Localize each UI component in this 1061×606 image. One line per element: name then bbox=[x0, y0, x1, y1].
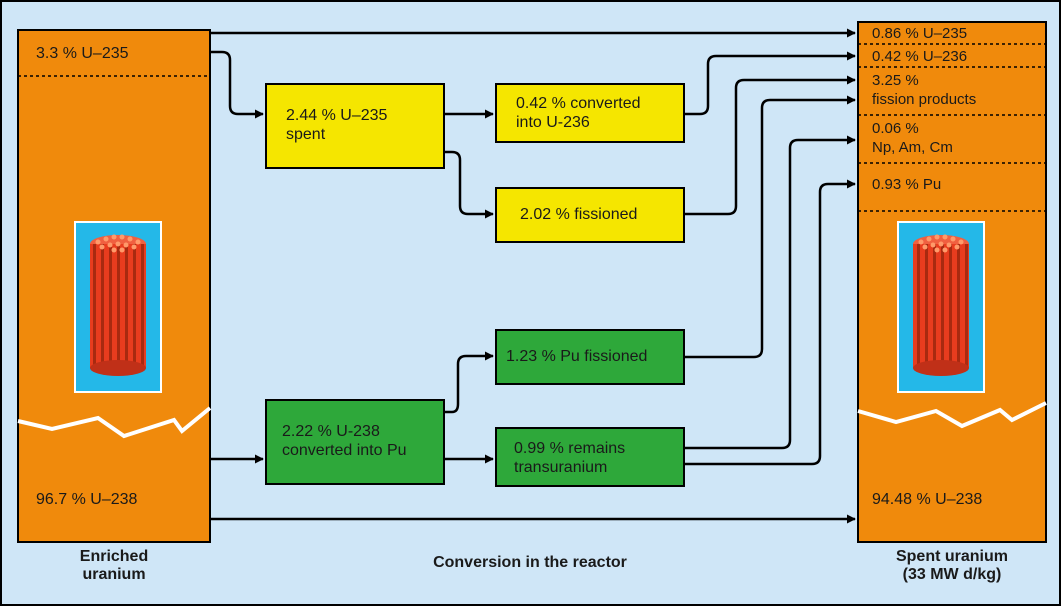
spent-u235-label: 0.86 % U–235 bbox=[872, 25, 968, 42]
spent-caption-line1: Spent uranium bbox=[895, 548, 1008, 565]
fuel-assembly-left-icon bbox=[74, 221, 162, 393]
reactor-caption: Conversion in the reactor bbox=[433, 554, 627, 571]
spent-pu-label: 0.93 % Pu bbox=[872, 176, 942, 193]
enriched-caption: Enriched uranium bbox=[18, 548, 210, 584]
u238-converted-line1: 2.22 % U-238 bbox=[282, 423, 380, 440]
fission-products-line1: 3.25 % bbox=[872, 72, 919, 89]
spent-np-am-cm-label: 0.06 % Np, Am, Cm bbox=[872, 119, 953, 157]
np-am-cm-line2: Np, Am, Cm bbox=[872, 139, 953, 156]
u235-spent-line2: spent bbox=[286, 126, 326, 143]
u238-converted-text: 2.22 % U-238 converted into Pu bbox=[282, 422, 407, 460]
enriched-u238-label: 96.7 % U–238 bbox=[36, 491, 138, 508]
enriched-caption-line1: Enriched bbox=[79, 548, 149, 565]
u235-spent-line1: 2.44 % U–235 bbox=[286, 107, 388, 124]
box-converted-u236 bbox=[495, 83, 685, 143]
fuel-assembly-right-icon bbox=[897, 221, 985, 393]
converted-u236-text: 0.42 % converted into U-236 bbox=[516, 94, 641, 132]
arrow-pu-fissioned-to-fission-products bbox=[684, 95, 856, 359]
enriched-u235-label: 3.3 % U–235 bbox=[36, 45, 129, 62]
enriched-caption-line2: uranium bbox=[82, 566, 146, 583]
box-u238-converted bbox=[265, 399, 445, 485]
remains-transuranium-line1: 0.99 % remains bbox=[514, 440, 626, 457]
remains-transuranium-line2: transuranium bbox=[514, 459, 608, 476]
spent-caption: Spent uranium (33 MW d/kg) bbox=[850, 548, 1054, 584]
remains-transuranium-text: 0.99 % remains transuranium bbox=[514, 439, 625, 477]
converted-u236-line2: into U-236 bbox=[516, 114, 590, 131]
arrow-transuranium-to-np-am-cm bbox=[684, 135, 856, 450]
fission-products-line2: fission products bbox=[872, 91, 977, 108]
box-pu-fissioned bbox=[495, 329, 685, 385]
pu-fissioned-text: 1.23 % Pu fissioned bbox=[506, 348, 648, 365]
box-u235-spent bbox=[265, 83, 445, 169]
fissioned-text: 2.02 % fissioned bbox=[520, 206, 638, 223]
spent-u238-label: 94.48 % U–238 bbox=[872, 491, 983, 508]
arrow-transuranium-to-pu bbox=[684, 179, 856, 466]
u235-spent-text: 2.44 % U–235 spent bbox=[286, 106, 387, 144]
converted-u236-line1: 0.42 % converted bbox=[516, 95, 641, 112]
u238-converted-line2: converted into Pu bbox=[282, 442, 407, 459]
box-remains-transuranium bbox=[495, 427, 685, 487]
spent-u236-label: 0.42 % U–236 bbox=[872, 48, 968, 65]
arrow-converted-to-pu-fissioned bbox=[444, 351, 494, 414]
spent-caption-line2: (33 MW d/kg) bbox=[902, 566, 1002, 583]
np-am-cm-line1: 0.06 % bbox=[872, 120, 919, 137]
arrow-spent-to-fissioned bbox=[444, 150, 494, 219]
spent-fission-products-label: 3.25 % fission products bbox=[872, 71, 976, 109]
arrow-fissioned-to-fission-products bbox=[684, 75, 856, 216]
arrow-converted-to-u236 bbox=[684, 51, 856, 116]
arrow-u235-to-box-spent bbox=[210, 50, 264, 119]
box-fissioned bbox=[495, 187, 685, 243]
